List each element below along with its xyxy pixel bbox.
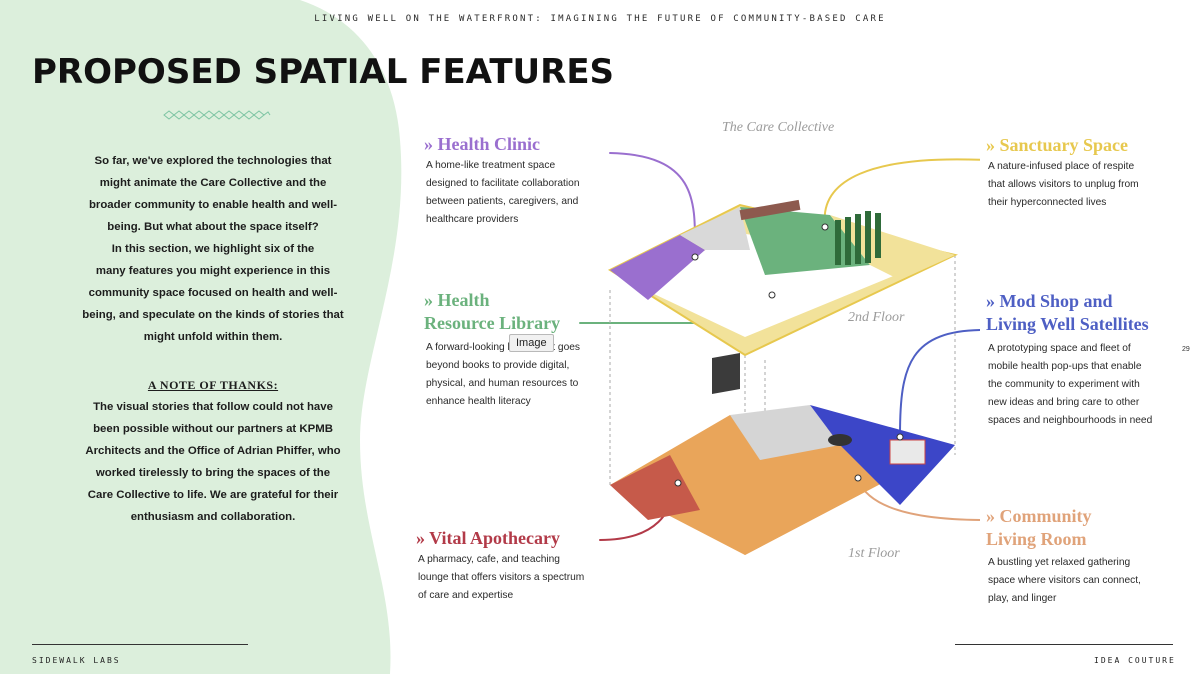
desc-line: spaces and neighbourhoods in need [988,415,1153,426]
thanks-line: Care Collective to life. We are grateful… [87,489,339,501]
thanks-line: Architects and the Office of Adrian Phif… [85,445,341,457]
desc-line: A home-like treatment space [426,160,556,171]
care-collective-label: The Care Collective [722,120,835,135]
desc-line: A prototyping space and fleet of [988,343,1131,354]
sanctuary-space-desc: A nature-infused place of respite that a… [988,158,1139,212]
title-line: Living Well Satellites [986,314,1149,334]
desc-line: beyond books to provide digital, [426,360,570,371]
page-number: 29 [1182,346,1190,353]
desc-line: physical, and human resources to [426,378,579,389]
sanctuary-space-title: » Sanctuary Space [986,135,1129,155]
footer-right: IDEA COUTURE [1094,656,1176,665]
mod-shop-desc: A prototyping space and fleet of mobile … [988,340,1152,430]
thanks-line: The visual stories that follow could not… [93,401,333,413]
image-tooltip: Image [509,334,554,352]
desc-line: mobile health pop-ups that enable [988,361,1142,372]
title-line: Living Room [986,529,1087,549]
vital-apothecary-title: » Vital Apothecary [416,528,560,548]
title-line: » Mod Shop and [986,291,1113,311]
thanks-heading: A NOTE OF THANKS: [147,378,279,392]
desc-line: the community to experiment with [988,379,1140,390]
desc-line: A nature-infused place of respite [988,161,1135,172]
desc-line: A pharmacy, cafe, and teaching [418,554,560,565]
intro-line: might animate the Care Collective and th… [99,177,327,189]
resource-library-title: » Health Resource Library [424,289,560,335]
desc-line: A forward-looking library that goes [426,342,581,353]
desc-line: that allows visitors to unplug from [988,179,1139,190]
desc-line: designed to facilitate collaboration [426,178,580,189]
isometric-floor-illustration [579,152,980,555]
diamond-divider [163,110,271,120]
desc-line: A bustling yet relaxed gathering [988,557,1131,568]
second-floor-label: 2nd Floor [848,310,905,325]
title-line: » Community [986,506,1092,526]
community-room-desc: A bustling yet relaxed gathering space w… [988,554,1141,608]
thanks-line: been possible without our partners at KP… [93,423,333,435]
intro-paragraph: So far, we've explored the technologies … [58,150,368,348]
community-room-title: » Community Living Room [986,505,1092,551]
intro-line: being. But what about the space itself? [107,221,319,233]
intro-line: being, and speculate on the kinds of sto… [82,309,344,321]
footer-left: SIDEWALK LABS [32,656,121,665]
mod-shop-title: » Mod Shop and Living Well Satellites [986,290,1149,336]
desc-line: between patients, caregivers, and [426,196,579,207]
intro-line: So far, we've explored the technologies … [94,155,332,167]
footer-rule-right [955,644,1173,645]
page-title: PROPOSED SPATIAL FEATURES [32,52,615,92]
first-floor-plate [610,353,955,555]
title-line: » Health [424,290,490,310]
intro-line: broader community to enable health and w… [88,199,338,211]
connector-sanctuary [823,158,980,226]
title-line: Resource Library [424,313,561,333]
intro-line: community space focused on health and we… [88,287,338,299]
intro-line: In this section, we highlight six of the [111,243,315,255]
intro-line: many features you might experience in th… [95,265,331,277]
desc-line: new ideas and bring care to other [988,397,1140,408]
desc-line: enhance health literacy [426,396,531,407]
desc-line: their hyperconnected lives [988,197,1107,208]
health-clinic-desc: A home-like treatment space designed to … [426,157,579,229]
second-floor-plate [607,199,959,357]
resource-library-desc: A forward-looking library that goes beyo… [426,339,580,411]
health-clinic-title: » Health Clinic [424,134,540,154]
footer-rule-left [32,644,248,645]
intro-line: might unfold within them. [143,331,283,343]
vital-apothecary-desc: A pharmacy, cafe, and teaching lounge th… [418,551,584,605]
desc-line: of care and expertise [418,590,514,601]
first-floor-label: 1st Floor [848,546,900,561]
thanks-line: enthusiasm and collaboration. [130,511,296,523]
green-background-shape [0,0,402,674]
desc-line: lounge that offers visitors a spectrum [418,572,585,583]
desc-line: healthcare providers [426,214,519,225]
connector-mod-shop [899,329,980,436]
desc-line: space where visitors can connect, [988,575,1141,586]
desc-line: play, and linger [988,593,1057,604]
thanks-line: worked tirelessly to bring the spaces of… [95,467,331,479]
thanks-paragraph: A NOTE OF THANKS: The visual stories tha… [58,374,368,528]
header-text: LIVING WELL ON THE WATERFRONT: IMAGINING… [314,14,886,24]
